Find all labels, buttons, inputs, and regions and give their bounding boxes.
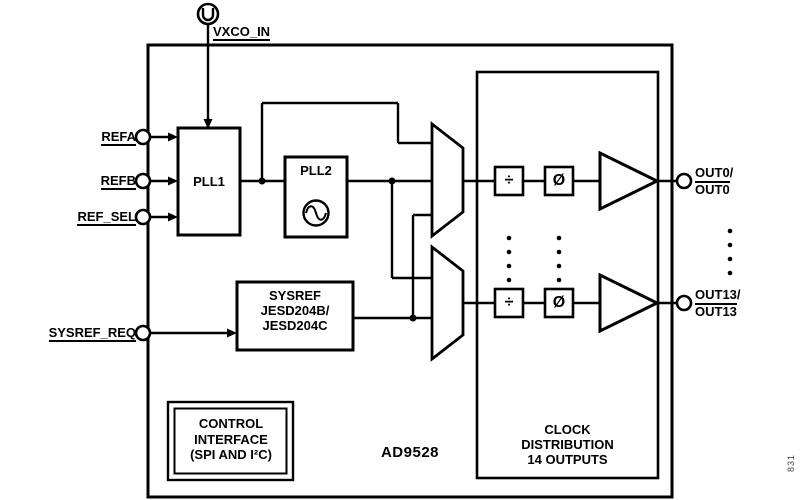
mux-bottom xyxy=(430,244,465,362)
control-label-line1: CONTROL xyxy=(198,416,264,431)
sysref-req-label: SYSREF_REQ xyxy=(48,325,136,342)
sysref-req-pin xyxy=(134,324,152,342)
sysref-label-line3: JESD204C xyxy=(262,318,328,333)
sysref-label-line2: JESD204B/ xyxy=(260,303,330,318)
out0-pin xyxy=(675,172,693,190)
refb-label: REFB xyxy=(100,173,136,190)
divider-block-bottom xyxy=(493,287,525,319)
repeat-ellipsis-dots xyxy=(506,228,733,283)
out13-label-line2: OUT13 xyxy=(695,303,737,319)
chip-boundary-rect xyxy=(146,43,674,499)
junction-dots xyxy=(258,177,417,322)
out0-label: OUT0/ OUT0 xyxy=(695,166,733,197)
phase-block-top xyxy=(543,165,575,197)
pll1-block xyxy=(176,126,242,237)
ref-sel-pin xyxy=(134,208,152,226)
buffer-triangle-top xyxy=(598,150,661,212)
clock-dist-label-line3: 14 OUTPUTS xyxy=(527,452,608,467)
refa-pin xyxy=(134,128,152,146)
divider-symbol-top: ÷ xyxy=(504,172,514,189)
sysref-req-label-wrap: SYSREF_REQ xyxy=(0,326,136,342)
clock-dist-label-line1: CLOCK xyxy=(544,422,591,437)
clock-dist-label-line2: DISTRIBUTION xyxy=(521,437,614,452)
phase-symbol-bottom: Ø xyxy=(552,294,566,311)
control-label-line3: (SPI AND I²C) xyxy=(190,447,272,462)
mux-top xyxy=(430,121,465,239)
refa-label-wrap: REFA xyxy=(20,130,136,146)
refb-label-wrap: REFB xyxy=(20,174,136,190)
phase-block-bottom xyxy=(543,287,575,319)
control-label-line2: INTERFACE xyxy=(194,431,268,447)
ref-sel-label-wrap: REF_SEL xyxy=(20,210,136,226)
buffer-triangle-bottom xyxy=(598,272,661,334)
refa-label: REFA xyxy=(101,129,136,146)
arrowheads xyxy=(168,119,237,338)
phase-symbol-top: Ø xyxy=(552,172,566,189)
control-interface-label: CONTROL INTERFACE (SPI AND I²C) xyxy=(176,416,286,463)
figure-number: 831 xyxy=(786,453,797,473)
pll1-label: PLL1 xyxy=(193,174,225,189)
vxco-in-label: VXCO_IN xyxy=(213,24,271,41)
out0-label-line1: OUT0/ xyxy=(695,165,734,180)
chip-name-label: AD9528 xyxy=(380,444,440,461)
sysref-block-label: SYSREF JESD204B/ JESD204C xyxy=(237,288,353,333)
oscillator-icon xyxy=(201,8,215,22)
sysref-block xyxy=(235,280,355,352)
out0-label-line2: OUT0 xyxy=(695,181,730,197)
out13-label-line1: OUT13/ xyxy=(695,287,741,302)
ref-sel-label: REF_SEL xyxy=(77,209,136,226)
clock-distribution-box xyxy=(475,70,660,480)
sysref-label-line1: SYSREF xyxy=(268,288,321,303)
out13-label: OUT13/ OUT13 xyxy=(695,288,741,319)
divider-block-top xyxy=(493,165,525,197)
control-interface-outer xyxy=(166,400,295,482)
control-interface-inner xyxy=(173,407,288,475)
divider-symbol-bottom: ÷ xyxy=(504,294,514,311)
pll2-block xyxy=(283,155,349,239)
package-pins xyxy=(134,128,693,342)
refb-pin xyxy=(134,172,152,190)
pll2-label: PLL2 xyxy=(300,163,332,178)
out13-pin xyxy=(675,294,693,312)
clock-distribution-label: CLOCK DISTRIBUTION 14 OUTPUTS xyxy=(477,422,658,467)
sine-wave-icon xyxy=(305,205,327,221)
vxco-in-label-wrap: VXCO_IN xyxy=(213,24,271,41)
